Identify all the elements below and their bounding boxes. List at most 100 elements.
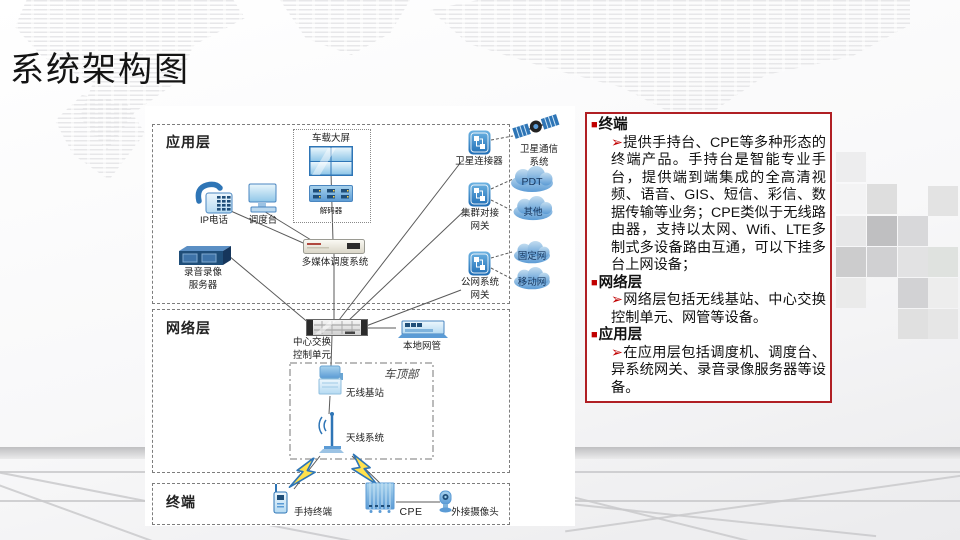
mosaic-square bbox=[867, 216, 897, 246]
mosaic-square bbox=[928, 247, 958, 277]
diagram-canvas bbox=[145, 106, 575, 526]
handheld-terminal-label: 手持终端 bbox=[293, 507, 332, 518]
mosaic-square bbox=[928, 186, 958, 216]
cluster-gateway-icon bbox=[468, 182, 491, 212]
dispatch-console-label: 调度台 bbox=[248, 215, 278, 226]
ip-phone-icon bbox=[194, 181, 234, 220]
roof-box bbox=[289, 362, 434, 460]
multimedia-dispatch-label: 多媒体调度系统 bbox=[301, 257, 369, 268]
panel-section-network: ■网络层 ➢网络层包括无线基站、中心交换控制单元、网管等设备。 bbox=[591, 275, 826, 328]
page-title: 系统架构图 bbox=[10, 52, 190, 89]
panel-section-title-text: 应用层 bbox=[598, 327, 643, 343]
antenna-icon bbox=[311, 411, 345, 460]
panel-section-body: ➢网络层包括无线基站、中心交换控制单元、网管等设备。 bbox=[591, 292, 826, 327]
arrow-bullet-icon: ➢ bbox=[611, 344, 623, 361]
panel-section-terminal: ■终端 ➢提供手持台、CPE等多种形态的终端产品。手持台是智能专业手台，提供端到… bbox=[591, 117, 826, 275]
mosaic-square bbox=[898, 278, 928, 308]
panel-section-body-text: 在应用层包括调度机、调度台、异系统网关、录音录像服务器等设备。 bbox=[611, 344, 826, 396]
base-station-icon bbox=[317, 365, 344, 400]
multimedia-dispatch-icon bbox=[303, 239, 365, 259]
pdt-cloud-label: PDT bbox=[521, 176, 543, 188]
recording-server-label-line1: 录音录像 bbox=[183, 267, 222, 278]
decoder-label: 解码器 bbox=[319, 206, 343, 215]
handheld-terminal-icon bbox=[272, 483, 289, 519]
cloud-icon bbox=[514, 241, 550, 264]
satellite-connector-label: 卫星连接器 bbox=[455, 156, 503, 167]
mosaic-square bbox=[836, 247, 866, 277]
camera-icon bbox=[438, 490, 453, 518]
decoder-icon bbox=[309, 185, 353, 207]
worldmap-blob bbox=[280, 0, 410, 55]
camera-label: 外接摄像头 bbox=[451, 507, 499, 518]
antenna-system-label: 天线系统 bbox=[345, 433, 384, 444]
panel-section-title: ■应用层 bbox=[591, 327, 826, 345]
public-gateway-icon bbox=[468, 251, 491, 281]
satellite-icon bbox=[512, 109, 560, 150]
mosaic-square bbox=[836, 152, 866, 182]
mosaic-square bbox=[836, 278, 866, 308]
panel-section-body-text: 网络层包括无线基站、中心交换控制单元、网管等设备。 bbox=[611, 292, 826, 326]
mosaic-square bbox=[898, 247, 928, 277]
panel-section-title: ■终端 bbox=[591, 117, 826, 135]
panel-section-body: ➢提供手持台、CPE等多种形态的终端产品。手持台是智能专业手台，提供端到端集成的… bbox=[591, 135, 826, 275]
satellite-system-label: 卫星通信 系统 bbox=[510, 144, 568, 169]
panel-section-body: ➢在应用层包括调度机、调度台、异系统网关、录音录像服务器等设备。 bbox=[591, 345, 826, 398]
panel-section-body-text: 提供手持台、CPE等多种形态的终端产品。手持台是智能专业手台，提供端到端集成的全… bbox=[611, 134, 826, 274]
public-gateway-label: 公网系统 网关 bbox=[452, 277, 508, 302]
mobile-net-cloud-label: 移动网 bbox=[517, 277, 547, 288]
mosaic-square bbox=[836, 216, 866, 246]
wireless-link-bolt-left bbox=[286, 454, 322, 500]
cloud-icon bbox=[513, 196, 553, 221]
vehicle-screen-label: 车载大屏 bbox=[311, 133, 350, 144]
network-layer-box bbox=[152, 309, 510, 473]
square-bullet-icon: ■ bbox=[591, 276, 598, 289]
mobile-net-cloud: 移动网 bbox=[510, 267, 554, 291]
cpe-label: CPE bbox=[399, 506, 423, 518]
app-layer-label: 应用层 bbox=[166, 134, 211, 150]
satellite-connector-icon bbox=[468, 130, 491, 160]
panel-section-title-text: 网络层 bbox=[598, 274, 643, 291]
cluster-gateway-label-line1: 集群对接 bbox=[460, 208, 499, 219]
public-gateway-label-line1: 公网系统 bbox=[460, 277, 499, 288]
fixed-net-cloud-label: 固定网 bbox=[517, 251, 547, 262]
base-station-label: 无线基站 bbox=[345, 388, 384, 399]
cloud-icon bbox=[514, 267, 550, 290]
panel-section-title: ■网络层 bbox=[591, 275, 826, 293]
recording-server-icon bbox=[175, 245, 233, 272]
recording-server-label: 录音录像 服务器 bbox=[167, 267, 239, 292]
terminal-layer-box bbox=[152, 483, 510, 525]
central-switch-label-line2: 控制单元 bbox=[292, 349, 331, 361]
cloud-icon bbox=[511, 166, 553, 192]
mosaic-square bbox=[898, 309, 928, 339]
other-net-cloud: 其他 bbox=[511, 196, 555, 222]
app-layer-box bbox=[152, 124, 510, 304]
square-bullet-icon: ■ bbox=[591, 329, 598, 341]
vehicle-screen-box bbox=[293, 129, 371, 223]
square-bullet-icon: ■ bbox=[591, 119, 598, 131]
mosaic-square bbox=[928, 278, 958, 308]
description-panel: ■终端 ➢提供手持台、CPE等多种形态的终端产品。手持台是智能专业手台，提供端到… bbox=[585, 112, 832, 403]
mosaic-square bbox=[836, 184, 866, 214]
central-switch-icon bbox=[306, 319, 368, 341]
network-layer-label: 网络层 bbox=[166, 320, 211, 336]
mosaic-square bbox=[898, 216, 928, 246]
panel-section-application: ■应用层 ➢在应用层包括调度机、调度台、异系统网关、录音录像服务器等设备。 bbox=[591, 327, 826, 397]
panel-section-title-text: 终端 bbox=[598, 117, 628, 133]
connection-lines bbox=[223, 135, 514, 503]
local-nms-label: 本地网管 bbox=[402, 341, 441, 352]
video-wall-icon bbox=[308, 145, 354, 182]
other-net-cloud-label: 其他 bbox=[523, 207, 543, 218]
public-gateway-label-line2: 网关 bbox=[470, 289, 490, 301]
arrow-bullet-icon: ➢ bbox=[611, 292, 623, 308]
central-switch-label: 中心交换 控制单元 bbox=[276, 337, 348, 362]
ip-phone-label: IP电话 bbox=[200, 215, 228, 226]
central-switch-label-line1: 中心交换 bbox=[292, 337, 331, 348]
mosaic-square bbox=[867, 247, 897, 277]
floor-line bbox=[565, 458, 960, 532]
terminal-layer-label: 终端 bbox=[166, 494, 196, 510]
cluster-gateway-label-line2: 网关 bbox=[470, 220, 490, 232]
pdt-cloud: PDT bbox=[509, 166, 555, 194]
cpe-icon bbox=[365, 481, 395, 519]
mosaic-square bbox=[928, 309, 958, 339]
